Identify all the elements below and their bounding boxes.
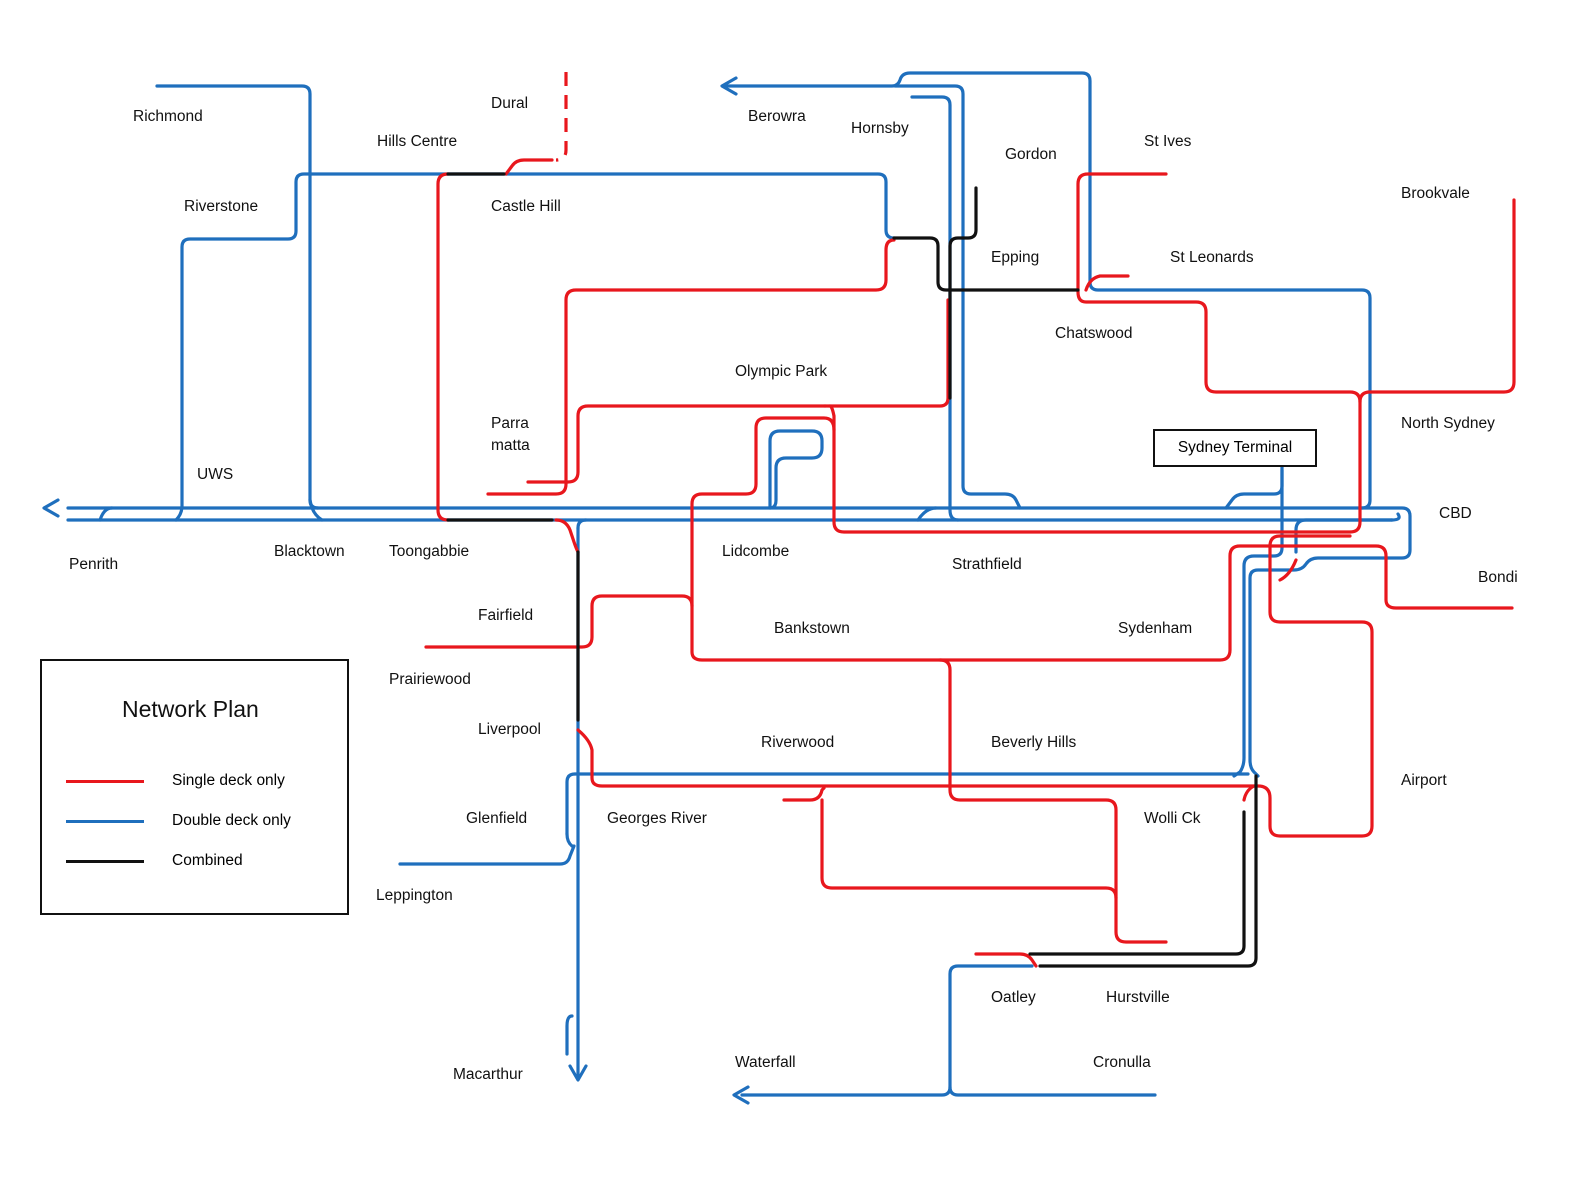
route-parramatta-outer bbox=[486, 238, 896, 496]
station-prairiewood: Prairiewood bbox=[389, 671, 471, 688]
arrow-macarthur bbox=[568, 1064, 588, 1082]
combined-routes bbox=[446, 172, 1258, 968]
station-cbd: CBD bbox=[1439, 505, 1472, 522]
station-richmond: Richmond bbox=[133, 108, 203, 125]
station-chatswood: Chatswood bbox=[1055, 325, 1133, 342]
station-cronulla: Cronulla bbox=[1093, 1054, 1151, 1071]
legend-swatch-combined bbox=[66, 860, 144, 863]
station-castle-hill: Castle Hill bbox=[491, 198, 561, 215]
route-richmond bbox=[155, 84, 320, 510]
arrowheads bbox=[42, 76, 750, 1105]
legend-swatch-double-deck bbox=[66, 820, 144, 823]
station-sydenham: Sydenham bbox=[1118, 620, 1193, 637]
route-cronulla bbox=[948, 1085, 1157, 1097]
route-bankstown bbox=[823, 198, 1516, 534]
arrow-waterfall bbox=[732, 1085, 750, 1105]
station-toongabbie: Toongabbie bbox=[389, 543, 470, 560]
station-lidcombe: Lidcombe bbox=[722, 543, 790, 560]
legend-title: Network Plan bbox=[122, 696, 259, 722]
route-lidcombe bbox=[690, 416, 1514, 662]
single-deck-routes bbox=[424, 72, 1516, 968]
legend-label-combined: Combined bbox=[172, 852, 243, 869]
route-beverly-hills bbox=[938, 658, 1168, 944]
arrow-berowra bbox=[720, 76, 738, 96]
station-bankstown: Bankstown bbox=[774, 620, 850, 637]
station-olympic-park: Olympic Park bbox=[735, 363, 828, 380]
station-riverwood: Riverwood bbox=[761, 734, 835, 751]
sydney-terminal-label: Sydney Terminal bbox=[1177, 439, 1293, 456]
station-parramatta: Parra matta bbox=[491, 415, 530, 454]
station-st-leonards: St Leonards bbox=[1170, 249, 1254, 266]
legend-label-double-deck: Double deck only bbox=[172, 812, 291, 829]
station-glenfield: Glenfield bbox=[466, 810, 528, 827]
route-hurstville-combined bbox=[1028, 810, 1246, 956]
station-hills-centre: Hills Centre bbox=[377, 133, 458, 150]
station-north-sydney: North Sydney bbox=[1401, 415, 1495, 432]
station-penrith: Penrith bbox=[69, 556, 119, 573]
route-oatley bbox=[974, 952, 1038, 968]
route-macarthur bbox=[576, 518, 588, 530]
station-leppington: Leppington bbox=[376, 887, 453, 904]
route-waterfall bbox=[740, 964, 1034, 1097]
route-fairfield bbox=[424, 594, 694, 649]
station-strathfield: Strathfield bbox=[952, 556, 1022, 573]
station-wolli-ck: Wolli Ck bbox=[1144, 810, 1201, 827]
station-waterfall: Waterfall bbox=[735, 1054, 796, 1071]
station-beverly-hills: Beverly Hills bbox=[991, 734, 1077, 751]
station-fairfield: Fairfield bbox=[478, 607, 534, 624]
station-berowra: Berowra bbox=[748, 108, 806, 125]
station-dural: Dural bbox=[491, 95, 529, 112]
station-riverstone: Riverstone bbox=[184, 198, 259, 215]
station-airport: Airport bbox=[1401, 772, 1447, 789]
route-georges-river bbox=[576, 544, 1374, 838]
route-sydney-terminal bbox=[1224, 465, 1284, 510]
station-brookvale: Brookvale bbox=[1401, 185, 1470, 202]
station-oatley: Oatley bbox=[991, 989, 1036, 1006]
route-epping-combined bbox=[892, 236, 1080, 292]
route-dural bbox=[555, 72, 568, 162]
route-parramatta-inner bbox=[526, 298, 950, 484]
station-bondi: Bondi bbox=[1478, 569, 1518, 586]
station-gordon: Gordon bbox=[1005, 146, 1057, 163]
sydney-terminal-box: Sydney Terminal bbox=[1153, 429, 1317, 467]
route-penrith-cbd-upper bbox=[66, 506, 1412, 778]
legend-label-single-deck: Single deck only bbox=[172, 772, 285, 789]
station-hornsby: Hornsby bbox=[851, 120, 909, 137]
route-strathfield-loop bbox=[768, 429, 824, 510]
route-riverstone bbox=[174, 172, 896, 522]
station-georges-river: Georges River bbox=[607, 810, 707, 827]
route-hornsby bbox=[910, 95, 960, 522]
legend: Network Plan Single deck only Double dec… bbox=[40, 659, 349, 915]
station-uws: UWS bbox=[197, 466, 234, 483]
station-macarthur: Macarthur bbox=[453, 1066, 523, 1083]
route-leppington bbox=[398, 844, 576, 866]
route-berowra bbox=[724, 71, 1372, 510]
route-toongabbie bbox=[436, 172, 450, 522]
double-deck-routes bbox=[66, 71, 1412, 1097]
legend-swatch-single-deck bbox=[66, 780, 144, 783]
station-liverpool: Liverpool bbox=[478, 721, 541, 738]
station-blacktown: Blacktown bbox=[274, 543, 345, 560]
station-st-ives: St Ives bbox=[1144, 133, 1192, 150]
station-epping: Epping bbox=[991, 249, 1040, 266]
arrow-penrith bbox=[42, 498, 60, 518]
station-hurstville: Hurstville bbox=[1106, 989, 1170, 1006]
